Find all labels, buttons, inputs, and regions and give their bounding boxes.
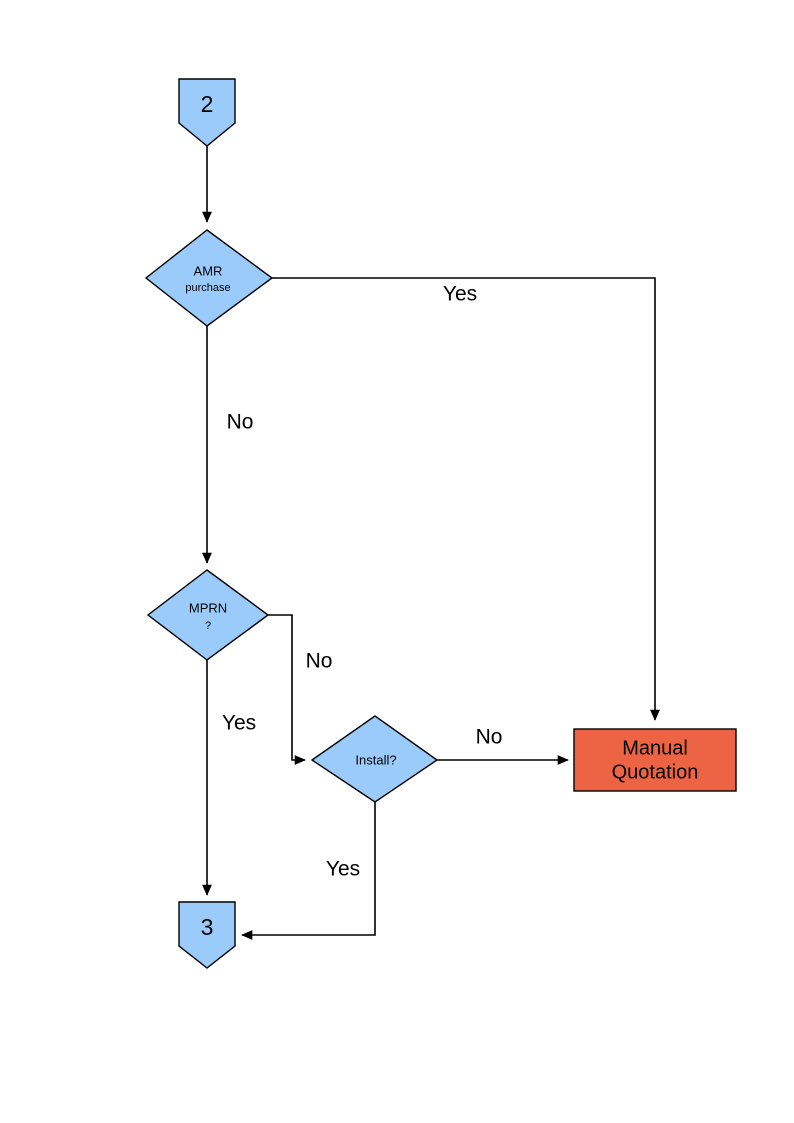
node-amr-purchase-decision[interactable]: AMR purchase: [144, 229, 274, 327]
edge-install-yes-path: [241, 800, 376, 940]
install-label: Install?: [355, 752, 396, 767]
edge-mprn-no-to-install: No: [268, 614, 333, 765]
install-shape[interactable]: [310, 715, 439, 803]
edge-label-mprn-no: No: [306, 650, 333, 673]
amr-purchase-shape[interactable]: [144, 229, 274, 327]
edge-amr-yes-path: [272, 277, 660, 721]
mprn-label-line1: MPRN: [189, 600, 227, 615]
amr-purchase-label-line2: purchase: [185, 282, 230, 294]
edge-amr-yes-to-manual-quotation: Yes: [272, 277, 660, 721]
edge-label-mprn-yes: Yes: [222, 712, 256, 735]
end-connector-label: 3: [201, 914, 214, 940]
mprn-label-line2: ?: [205, 620, 211, 632]
edge-amr-no-to-mprn: No: [202, 326, 254, 564]
edge-install-yes-to-end: Yes: [241, 800, 376, 940]
edge-label-amr-yes: Yes: [443, 283, 477, 306]
amr-purchase-label-line1: AMR: [194, 263, 223, 278]
edge-label-install-yes: Yes: [326, 858, 360, 881]
edge-mprn-yes-to-end: Yes: [202, 660, 256, 896]
edge-mprn-no-path: [268, 614, 306, 765]
mprn-shape[interactable]: [146, 569, 270, 661]
end-connector-shape[interactable]: [178, 901, 236, 969]
manual-quotation-label-line1: Manual: [622, 737, 688, 759]
start-connector-label: 2: [201, 91, 214, 117]
edge-install-no-to-manual-quotation: No: [437, 726, 569, 765]
manual-quotation-shape[interactable]: [573, 728, 737, 792]
start-connector-shape[interactable]: [178, 78, 236, 147]
manual-quotation-label-line2: Quotation: [612, 761, 699, 783]
node-manual-quotation-process[interactable]: Manual Quotation: [573, 728, 737, 792]
node-install-decision[interactable]: Install?: [310, 715, 439, 803]
edge-label-amr-no: No: [227, 411, 254, 434]
node-start-connector[interactable]: 2: [178, 78, 236, 147]
node-end-connector[interactable]: 3: [178, 901, 236, 969]
node-mprn-decision[interactable]: MPRN ?: [146, 569, 270, 661]
edge-label-install-no: No: [476, 726, 503, 749]
